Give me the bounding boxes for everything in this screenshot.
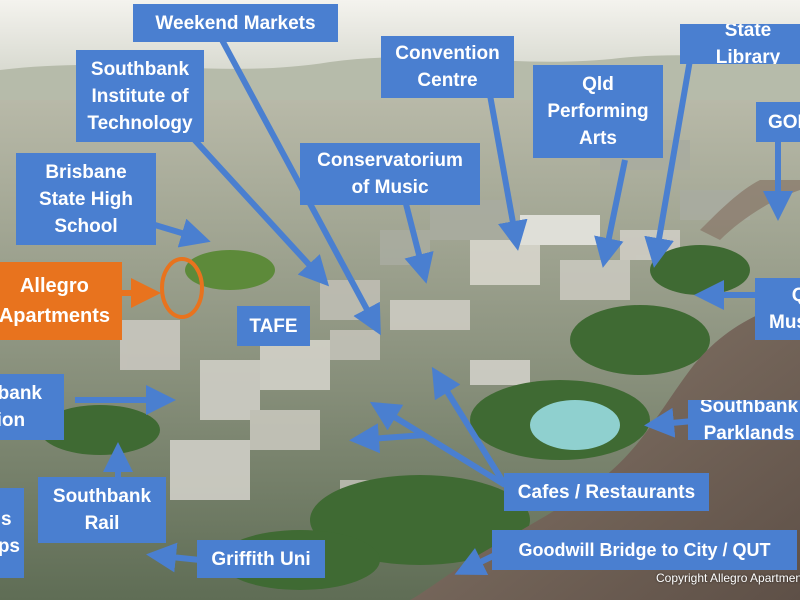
label-southbank-station: Southbank Station [0, 374, 64, 440]
label-tafe: TAFE [237, 306, 310, 346]
lagoon [530, 400, 620, 450]
label-allegro-apartments: Allegro Apartments [0, 262, 122, 340]
label-bus-stops: Bus Stops [0, 488, 24, 578]
label-goodwill-bridge: Goodwill Bridge to City / QUT [492, 530, 797, 570]
label-southbank-parklands: Southbank Parklands [688, 400, 800, 440]
label-conservatorium: Conservatorium of Music [300, 143, 480, 205]
copyright-text: Copyright Allegro Apartments [656, 571, 800, 585]
label-qld-performing-arts: Qld Performing Arts [533, 65, 663, 158]
label-brisbane-state-high: Brisbane State High School [16, 153, 156, 245]
label-qld-museum: Qld Museum [755, 278, 800, 340]
label-southbank-rail: Southbank Rail [38, 477, 166, 543]
river [410, 300, 800, 600]
label-goma: GOMA [756, 102, 800, 142]
label-griffith-uni: Griffith Uni [197, 540, 325, 578]
label-southbank-institute: Southbank Institute of Technology [76, 50, 204, 142]
label-weekend-markets: Weekend Markets [133, 4, 338, 42]
label-state-library: State Library [680, 24, 800, 64]
label-convention-centre: Convention Centre [381, 36, 514, 98]
label-cafes-restaurants: Cafes / Restaurants [504, 473, 709, 511]
